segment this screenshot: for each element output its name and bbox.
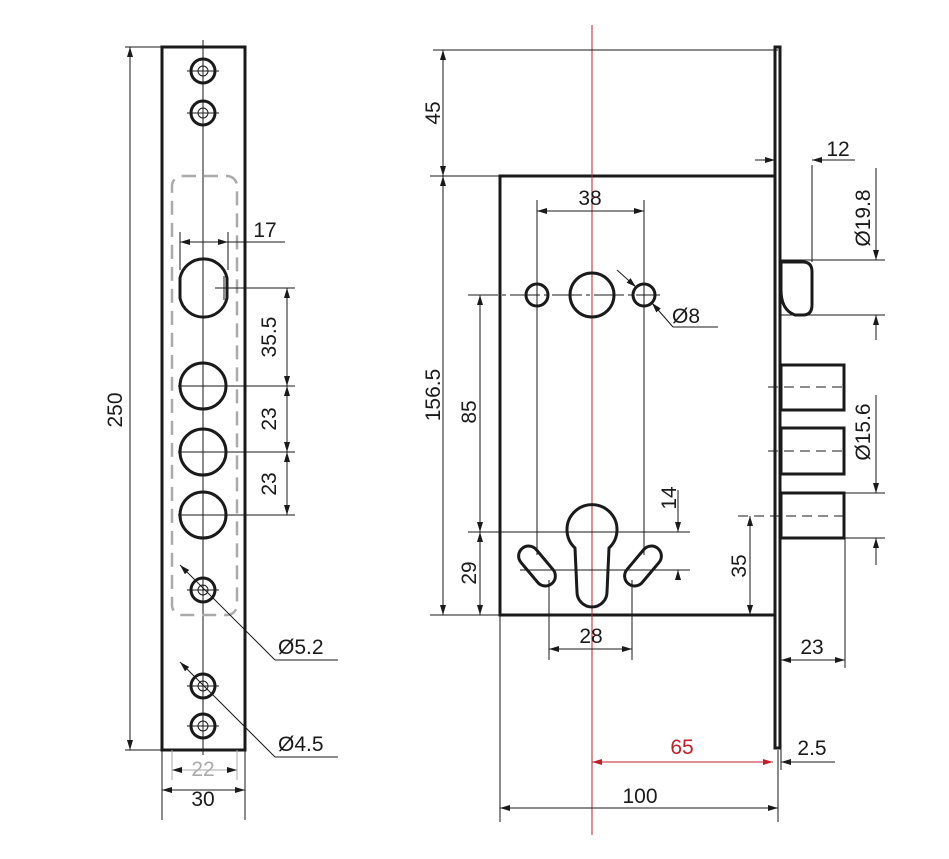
dim-label: Ø5.2 bbox=[278, 636, 324, 659]
faceplate-view: 250 17 35.5 23 23 Ø5.2 Ø4.5 22 30 bbox=[104, 40, 338, 820]
latch bbox=[779, 260, 814, 317]
dim-label: 12 bbox=[826, 138, 849, 161]
dim-label: Ø19.8 bbox=[852, 189, 875, 246]
dim-label: 85 bbox=[458, 400, 481, 423]
dim-label: 28 bbox=[579, 625, 602, 648]
dim-label: 22 bbox=[191, 758, 214, 781]
dim-label: 35 bbox=[728, 554, 751, 577]
dim-label: 156.5 bbox=[422, 369, 445, 422]
dim-label: Ø8 bbox=[672, 305, 700, 328]
cylinder-hole bbox=[565, 503, 619, 609]
dim-label: Ø15.6 bbox=[852, 403, 875, 460]
slot bbox=[517, 544, 557, 588]
spindle-hole bbox=[178, 257, 229, 319]
dim-label: 2.5 bbox=[797, 737, 826, 760]
hidden-body-outline bbox=[170, 174, 239, 617]
front-plate bbox=[773, 45, 782, 750]
dim-label: 23 bbox=[258, 472, 281, 495]
dim-label: Ø4.5 bbox=[278, 733, 324, 756]
screw-holes bbox=[187, 57, 219, 740]
bolt bbox=[779, 363, 846, 412]
bolt bbox=[779, 426, 846, 476]
dim-label: 23 bbox=[800, 636, 823, 659]
dim-label: 30 bbox=[191, 788, 214, 811]
dim-label: 23 bbox=[258, 407, 281, 430]
dim-label-backset: 65 bbox=[670, 736, 693, 759]
lock-body bbox=[498, 174, 777, 617]
dim-label: 14 bbox=[658, 486, 681, 510]
dim-label: 100 bbox=[622, 785, 657, 808]
body-view: 45 156.5 38 Ø8 85 29 14 28 35 12 Ø19.8 Ø… bbox=[422, 25, 885, 835]
dim-label-height: 250 bbox=[104, 392, 127, 427]
dim-label: 35.5 bbox=[258, 317, 281, 358]
slot bbox=[623, 544, 663, 588]
dim-label: 45 bbox=[422, 101, 445, 124]
dim-label: 38 bbox=[578, 187, 601, 210]
dim-label: 29 bbox=[458, 561, 481, 584]
dim-label-spindle: 17 bbox=[253, 219, 276, 242]
